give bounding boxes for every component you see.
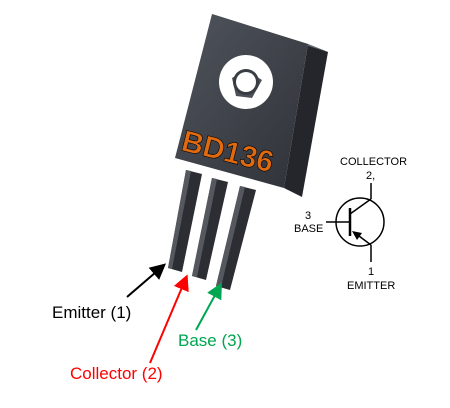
- symbol-collector-label: COLLECTOR: [340, 156, 407, 168]
- emitter-arrow: [126, 263, 167, 298]
- symbol-emitter-arrow: [352, 231, 362, 240]
- transistor-package: BD136: [175, 14, 328, 197]
- pnp-transistor-symbol: [326, 183, 385, 262]
- base-label: Base (3): [178, 331, 242, 350]
- base-arrow: [195, 282, 222, 331]
- symbol-collector-lead: [349, 198, 372, 215]
- symbol-emitter-label: EMITTER: [347, 280, 395, 292]
- symbol-emitter-pin: 1: [368, 266, 374, 278]
- symbol-collector-pin: 2,: [366, 170, 375, 182]
- symbol-base-pin: 3: [305, 210, 311, 222]
- emitter-label: Emitter (1): [52, 303, 131, 322]
- collector-label: Collector (2): [70, 364, 163, 383]
- package-side-face: [284, 44, 328, 197]
- lead-emitter: [168, 170, 202, 272]
- collector-arrow: [149, 274, 189, 364]
- transistor-leads: [168, 170, 256, 290]
- symbol-base-label: BASE: [294, 223, 323, 235]
